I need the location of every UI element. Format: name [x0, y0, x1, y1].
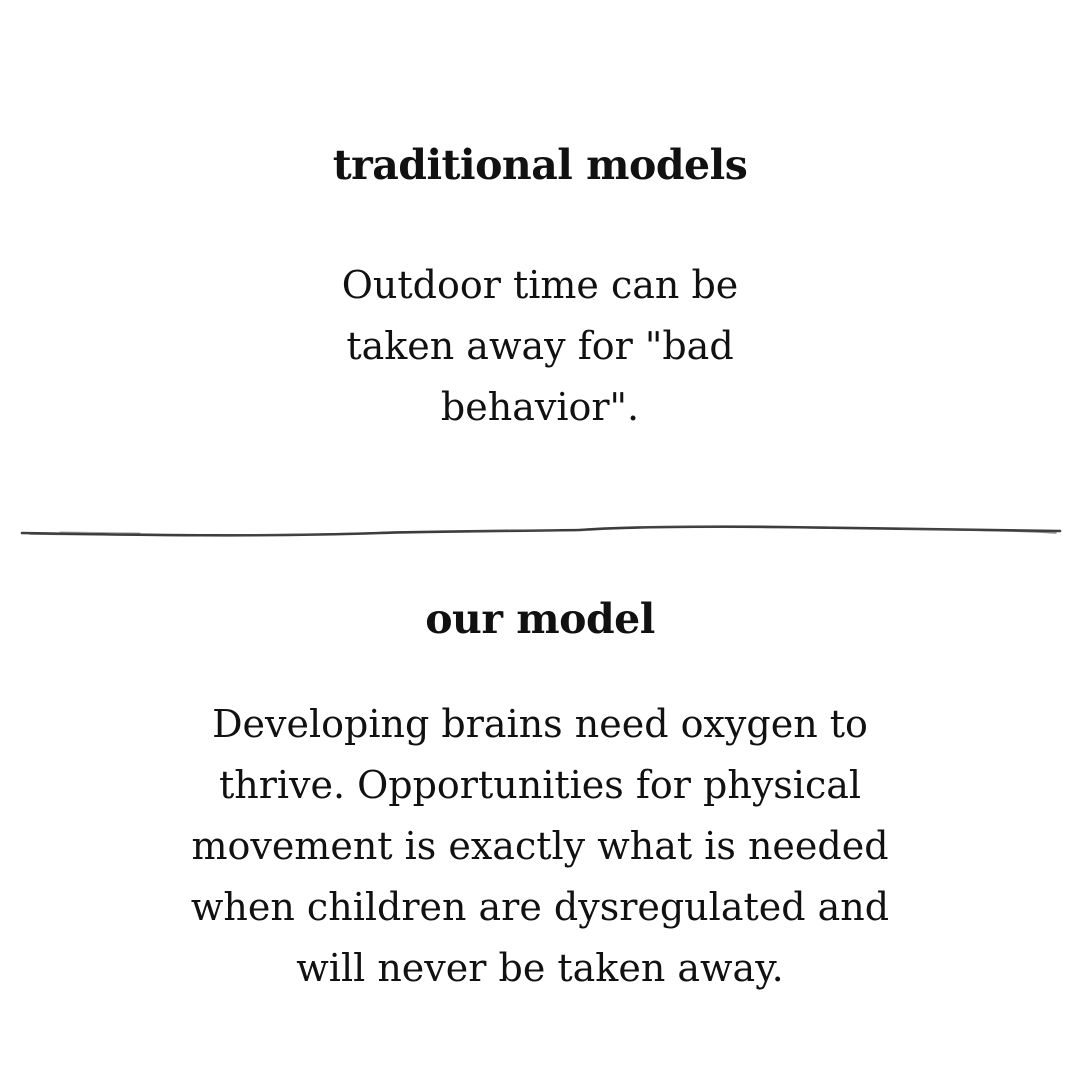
brush-stroke-divider — [20, 525, 1062, 537]
traditional-models-body-wrap: Outdoor time can be taken away for "bad … — [0, 255, 1080, 438]
traditional-models-text: Outdoor time can be taken away for "bad … — [341, 263, 739, 429]
traditional-models-section: traditional models — [0, 140, 1080, 190]
our-model-heading: our model — [425, 595, 655, 643]
our-model-body-wrap: Developing brains need oxygen to thrive.… — [0, 694, 1080, 999]
traditional-models-heading: traditional models — [332, 141, 748, 189]
our-model-text: Developing brains need oxygen to thrive.… — [190, 702, 890, 990]
our-model-section: our model — [0, 594, 1080, 644]
